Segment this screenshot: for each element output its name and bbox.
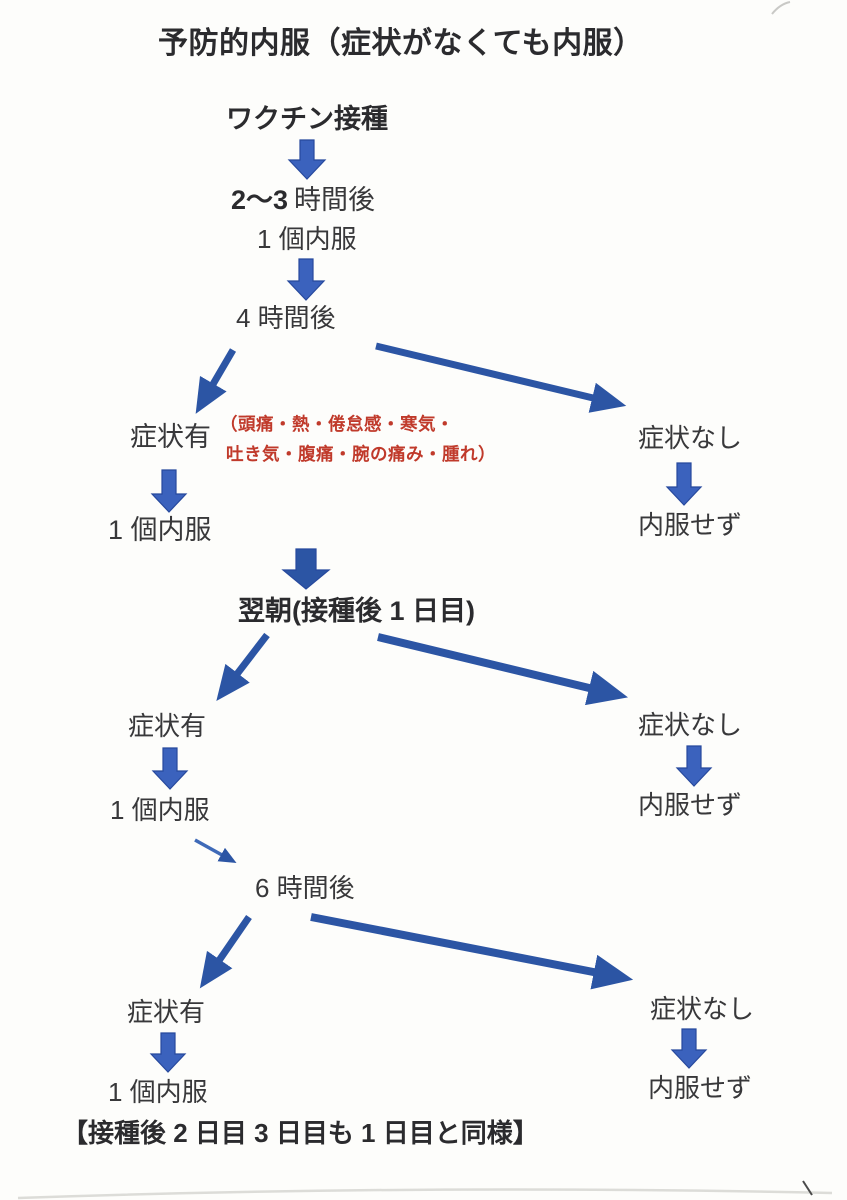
branch-arrow-level2-left xyxy=(216,632,270,701)
node-take-one-1: 1 個内服 xyxy=(108,515,212,545)
node-symptoms-yes-2: 症状有 xyxy=(128,711,207,741)
arrow-down-after-vaccination xyxy=(287,139,327,180)
time-2-3-rest: 時間後 xyxy=(294,185,376,215)
node-next-morning: 翌朝(接種後 1 日目) xyxy=(238,596,476,626)
node-take-one-3: 1 個内服 xyxy=(108,1077,208,1107)
arrow-down-level1-right xyxy=(665,462,703,506)
page-title: 予防的内服（症状がなくても内服） xyxy=(158,27,644,60)
node-symptoms-no-3: 症状なし xyxy=(650,994,755,1024)
node-symptoms-yes-1: 症状有 xyxy=(130,422,211,452)
footer-note: 【接種後 2 日目 3 日目も 1 日目と同様】 xyxy=(62,1118,539,1148)
time-2-3-strong: 2～3 xyxy=(231,185,289,215)
branch-arrow-level2-right xyxy=(377,633,628,706)
symptom-examples-line1: （頭痛・熱・倦怠感・寒気・ xyxy=(220,414,454,434)
branch-arrow-level3-left xyxy=(199,915,252,989)
node-no-dose-2: 内服せず xyxy=(638,790,743,820)
arrow-down-level3-right xyxy=(670,1028,708,1069)
node-time-6-hours: 6 時間後 xyxy=(255,873,355,903)
pen-tick-mark xyxy=(802,1180,813,1196)
node-first-dose: 1 個内服 xyxy=(257,224,357,254)
arrow-down-after-first-dose xyxy=(286,258,326,301)
branch-arrow-level1-right xyxy=(375,342,627,413)
page-bottom-shadow xyxy=(17,1188,833,1200)
node-symptoms-no-2: 症状なし xyxy=(638,710,743,740)
node-vaccination: ワクチン接種 xyxy=(226,104,388,134)
arrow-down-to-next-morning xyxy=(281,548,331,590)
arrow-down-level2-right xyxy=(675,745,713,787)
node-take-one-2: 1 個内服 xyxy=(110,795,210,825)
node-no-dose-1: 内服せず xyxy=(638,510,743,540)
branch-arrow-level3-right xyxy=(310,913,634,990)
node-symptoms-yes-3: 症状有 xyxy=(127,997,206,1027)
arrow-down-level2-left xyxy=(151,747,189,790)
node-time-4-hours: 4 時間後 xyxy=(236,303,336,333)
arrow-down-level1-left xyxy=(150,469,188,513)
branch-arrow-level1-left xyxy=(195,348,237,414)
symptom-examples-line2: 吐き気・腹痛・腕の痛み・腫れ） xyxy=(226,444,496,464)
node-no-dose-3: 内服せず xyxy=(648,1073,753,1103)
page-corner-mark xyxy=(771,1,791,15)
arrow-to-6-hours xyxy=(194,838,237,864)
node-symptoms-no-1: 症状なし xyxy=(638,423,743,453)
arrow-down-level3-left xyxy=(149,1032,187,1073)
